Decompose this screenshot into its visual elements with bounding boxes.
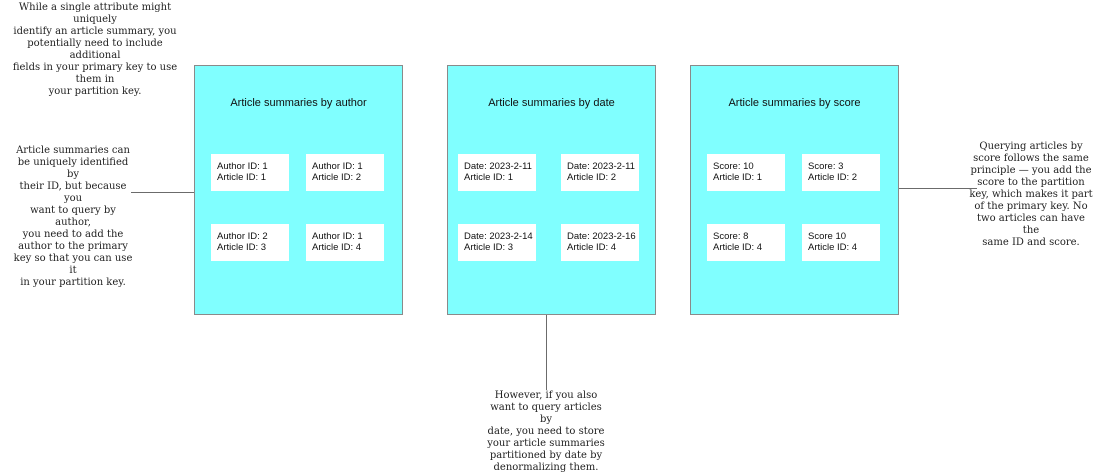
card-article-id: Article ID: 1 <box>464 172 514 183</box>
summary-card: Date: 2023-2-11 Article ID: 1 <box>458 154 536 191</box>
panel-title: Article summaries by score <box>728 97 861 109</box>
card-article-id: Article ID: 1 <box>217 172 267 183</box>
summary-card: Score 10 Article ID: 4 <box>802 224 880 261</box>
card-article-id: Article ID: 2 <box>312 172 362 183</box>
panel-title: Article summaries by author <box>230 97 367 109</box>
panel-by-author: Article summaries by author Author ID: 1… <box>194 65 403 315</box>
card-key: Date: 2023-2-16 <box>567 231 636 242</box>
card-key: Date: 2023-2-11 <box>464 161 532 172</box>
card-article-id: Article ID: 3 <box>217 242 267 253</box>
summary-card: Date: 2023-2-11 Article ID: 2 <box>561 154 639 191</box>
card-key: Author ID: 1 <box>312 231 363 242</box>
note-left: Article summaries can be uniquely identi… <box>13 145 133 288</box>
card-article-id: Article ID: 2 <box>567 172 617 183</box>
card-article-id: Article ID: 3 <box>464 242 514 253</box>
note-bottom: However, if you also want to query artic… <box>487 390 605 473</box>
summary-card: Score: 10 Article ID: 1 <box>707 154 785 191</box>
summary-card: Date: 2023-2-14 Article ID: 3 <box>458 224 536 261</box>
card-key: Score: 8 <box>713 231 749 242</box>
summary-card: Score: 8 Article ID: 4 <box>707 224 785 261</box>
connector-bottom <box>546 315 547 390</box>
connector-right <box>899 188 977 189</box>
card-article-id: Article ID: 1 <box>713 172 763 183</box>
card-article-id: Article ID: 2 <box>808 172 858 183</box>
card-article-id: Article ID: 4 <box>567 242 617 253</box>
card-key: Score: 10 <box>713 161 754 172</box>
card-key: Score 10 <box>808 231 847 242</box>
card-article-id: Article ID: 4 <box>713 242 763 253</box>
summary-card: Score: 3 Article ID: 2 <box>802 154 880 191</box>
connector-left <box>131 192 194 193</box>
card-key: Author ID: 2 <box>217 231 268 242</box>
summary-card: Author ID: 1 Article ID: 4 <box>306 224 384 261</box>
summary-card: Date: 2023-2-16 Article ID: 4 <box>561 224 639 261</box>
summary-card: Author ID: 2 Article ID: 3 <box>211 224 289 261</box>
panel-title: Article summaries by date <box>488 97 615 109</box>
summary-card: Author ID: 1 Article ID: 2 <box>306 154 384 191</box>
card-article-id: Article ID: 4 <box>312 242 362 253</box>
note-top-left: While a single attribute might uniquely … <box>12 2 178 97</box>
card-key: Author ID: 1 <box>312 161 363 172</box>
note-right: Querying articles by score follows the s… <box>969 141 1093 248</box>
card-key: Score: 3 <box>808 161 844 172</box>
panel-by-date: Article summaries by date Date: 2023-2-1… <box>447 65 656 315</box>
card-key: Author ID: 1 <box>217 161 268 172</box>
card-key: Date: 2023-2-14 <box>464 231 533 242</box>
card-key: Date: 2023-2-11 <box>567 161 635 172</box>
summary-card: Author ID: 1 Article ID: 1 <box>211 154 289 191</box>
panel-by-score: Article summaries by score Score: 10 Art… <box>690 65 899 315</box>
card-article-id: Article ID: 4 <box>808 242 858 253</box>
